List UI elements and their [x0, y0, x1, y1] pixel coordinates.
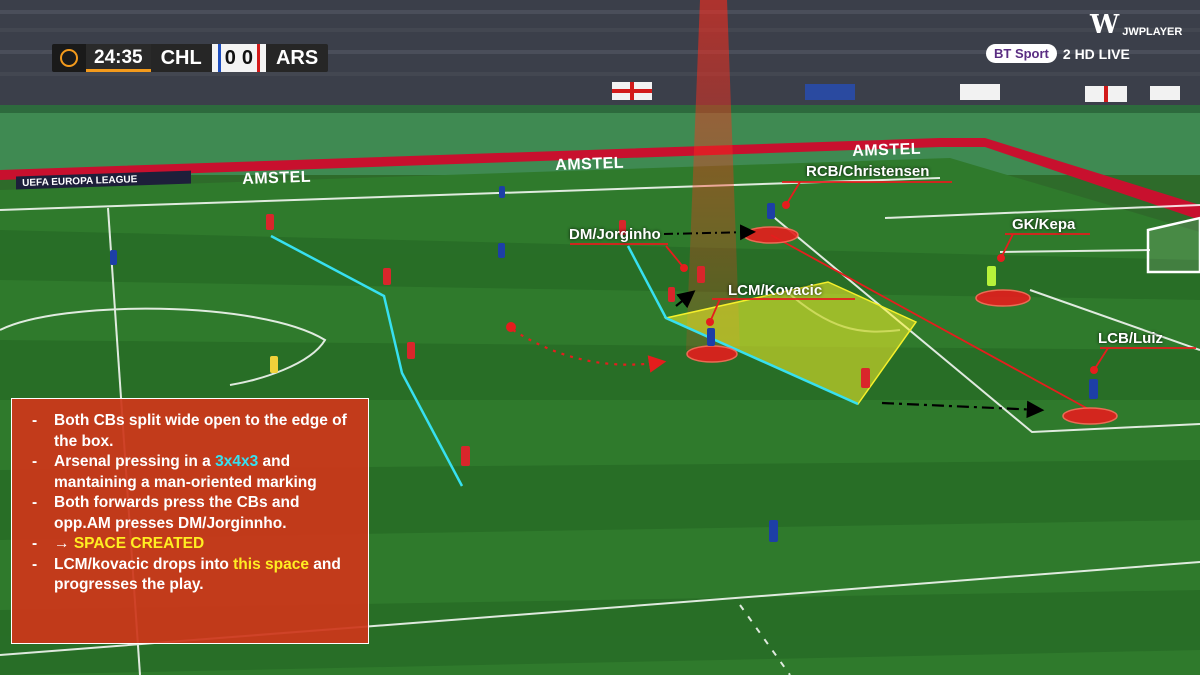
bt-sport-logo: BT Sport [986, 44, 1057, 63]
formation-highlight: 3x4x3 [215, 453, 259, 470]
tag-lcb-luiz: LCB/Luiz [1098, 330, 1163, 347]
note-item: Both CBs split wide open to the edge of … [30, 411, 358, 452]
flag-banners [612, 82, 1180, 102]
channel-branding: BT Sport 2 HD LIVE [986, 44, 1130, 63]
annotation-dots [506, 201, 1098, 374]
tag-lcm-kovacic: LCM/Kovacic [728, 282, 823, 299]
jwplayer-label: JWPLAYER [1122, 26, 1183, 38]
tag-gk-kepa: GK/Kepa [1012, 216, 1076, 233]
europa-league-icon [52, 44, 86, 72]
space-created-highlight: SPACE CREATED [73, 535, 205, 552]
note-item: Arsenal pressing in a 3x4x3 and mantaini… [30, 452, 358, 493]
goal-frame [1146, 216, 1200, 274]
arsenal-shape-lines [270, 234, 859, 487]
sponsor-board-right: AMSTEL [852, 140, 922, 160]
movement-arrows [512, 224, 1045, 419]
this-space-highlight: this space [233, 555, 309, 573]
jwplayer-logo: W JWPLAYER [1090, 12, 1182, 38]
scoreboard: 24:35 CHL 0 0 ARS [52, 44, 329, 72]
match-clock: 24:35 [86, 44, 151, 72]
sponsor-board-left: AMSTEL [242, 168, 312, 188]
home-team-name: CHL [150, 44, 212, 72]
arrow-right-icon: → [54, 535, 70, 552]
analysis-notes-panel: Both CBs split wide open to the edge of … [11, 398, 369, 644]
note-item: LCM/kovacic drops into this space and pr… [30, 555, 358, 596]
players [110, 186, 1098, 542]
sponsor-board-center: AMSTEL [555, 154, 625, 174]
note-item: → SPACE CREATED [30, 534, 358, 555]
annotation-underlines [570, 181, 1196, 411]
channel-name: 2 HD LIVE [1062, 45, 1130, 62]
jwplayer-icon: W [1090, 10, 1120, 40]
space-beam [686, 0, 740, 350]
tag-dm-jorginho: DM/Jorginho [569, 226, 661, 243]
note-item: Both forwards press the CBs and opp.AM p… [30, 493, 358, 534]
away-score: 0 [242, 44, 260, 72]
score: 0 0 [211, 44, 266, 72]
notes-list: Both CBs split wide open to the edge of … [30, 411, 358, 596]
home-score: 0 [217, 44, 236, 72]
tag-rcb-christensen: RCB/Christensen [806, 163, 930, 180]
crowd-texture [0, 10, 1200, 76]
away-team-name: ARS [265, 44, 329, 72]
